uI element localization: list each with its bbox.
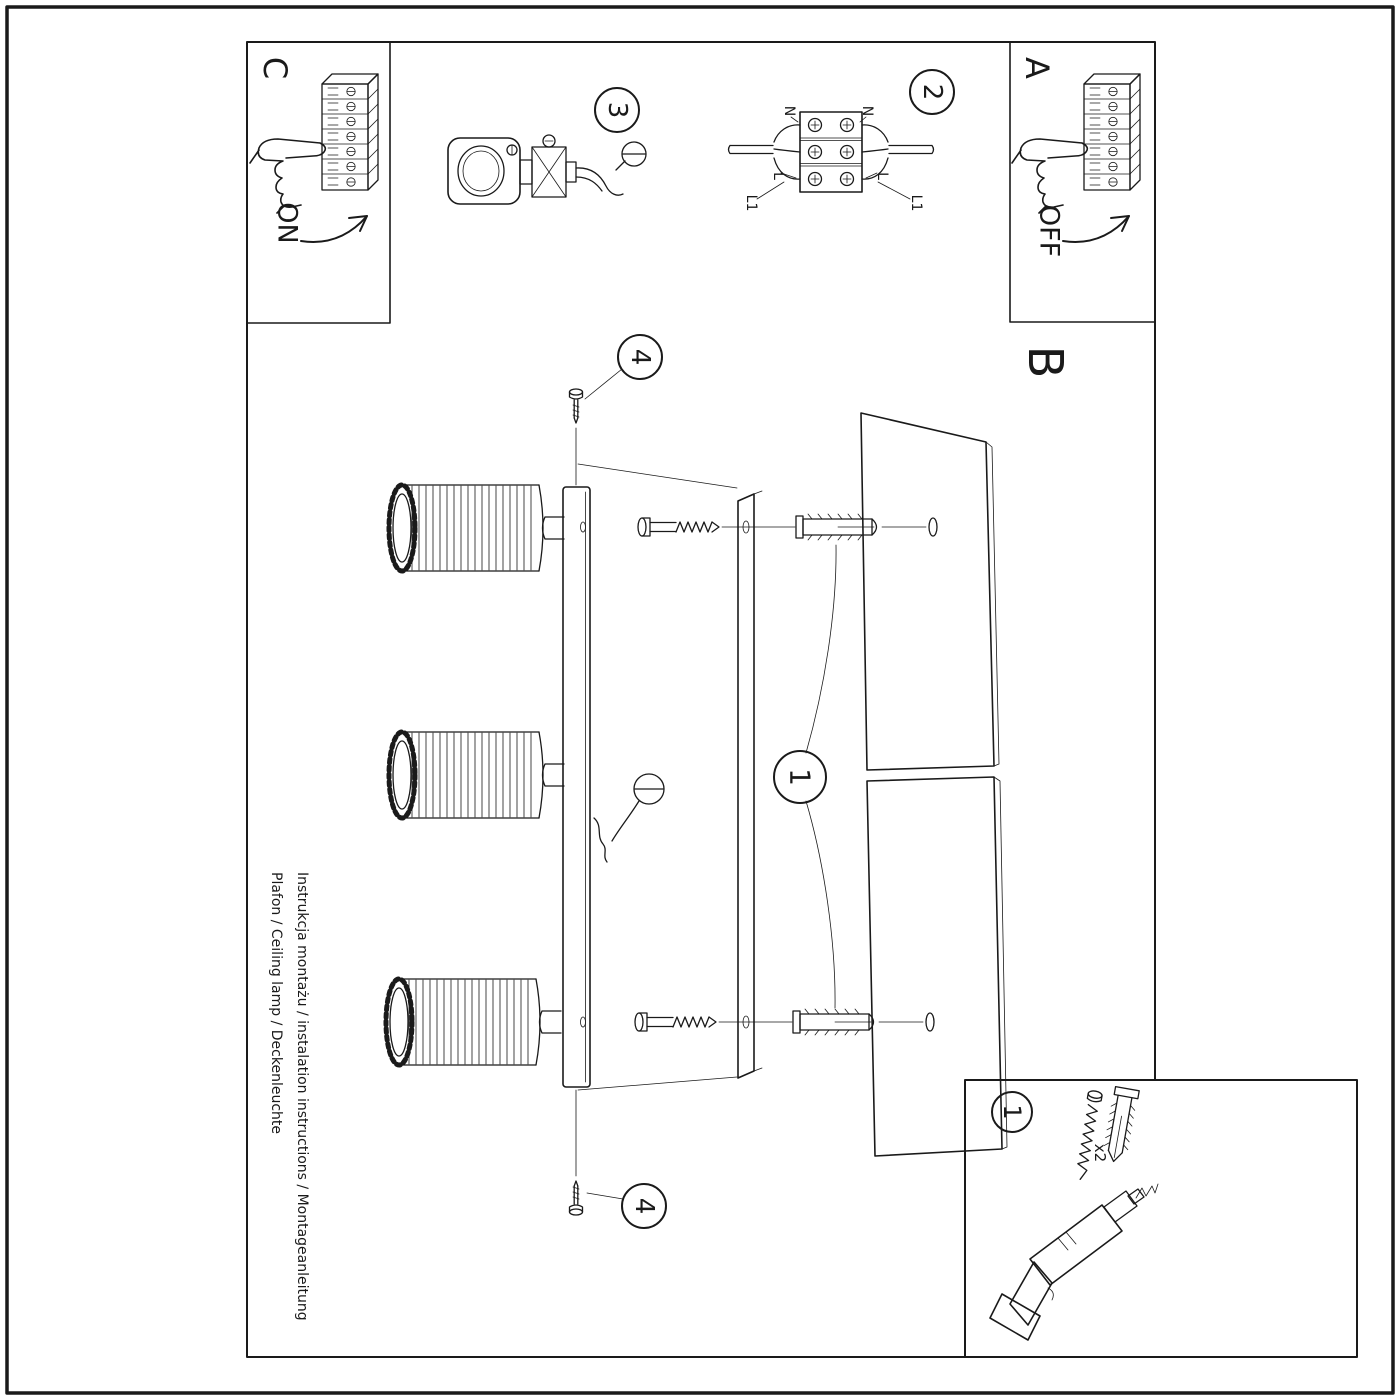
leader-lines [575,368,837,1200]
step2-wiring: 2 N N L L L1 L1 [727,69,955,212]
anchor-quantity: x2 [1091,1144,1109,1162]
title-block: Instrukcja montażu / instalation instruc… [268,872,310,1321]
mounting-bracket [737,490,763,1079]
step-markers: 4 4 1 [617,334,827,1229]
section-a-label: A [1018,57,1056,79]
box-a: A OFF [1011,57,1141,257]
hardware-box-frame [964,1079,1358,1358]
page-border [5,5,1395,1395]
screw-icon [1077,1090,1103,1180]
step2-number: 2 [917,84,947,101]
screwdriver-icon-2 [611,773,665,842]
step3-marker [594,87,640,133]
drill-icon [989,1183,1159,1341]
step1-number: 1 [784,768,817,786]
power-off-label: OFF [1034,205,1065,257]
wire-label-l1-left: L1 [743,195,759,212]
box-a-frame [1009,41,1156,323]
hardware-step1-number: 1 [998,1104,1026,1119]
wire-label-l-right: L [874,172,890,180]
wire-label-n-left: N [781,106,797,116]
footer-line2: Plafon / Ceiling lamp / Deckenleuchte [268,872,284,1134]
power-cable [593,817,608,863]
step3-number: 3 [602,102,632,119]
section-b-label: B [1017,346,1073,379]
hardware-box: 1 x2 [989,1086,1159,1341]
step3-socket: 3 [447,87,647,205]
ceiling-panels [860,412,1008,1157]
footer-line1: Instrukcja montażu / instalation instruc… [294,872,310,1321]
wire-label-n-right: N [859,106,875,116]
box-c: C ON [249,57,379,244]
step1-marker [773,750,827,804]
step4-number-bottom: 4 [629,1198,659,1215]
hardware-step1-marker [991,1091,1033,1133]
wire-label-l1-right: L1 [908,195,924,212]
screwdriver-icon [615,141,647,171]
section-c-label: C [256,57,294,79]
step4-marker-top [617,334,663,380]
wall-plug-icon [1103,1086,1140,1163]
step2-marker [909,69,955,115]
step4-number-top: 4 [625,349,655,366]
power-on-label: ON [272,202,303,243]
lamp-assembly [386,485,591,1088]
box-c-frame [246,41,391,324]
wire-label-l-left: L [770,172,786,180]
step4-marker-bottom [621,1183,667,1229]
mounting-plate [562,486,591,1088]
